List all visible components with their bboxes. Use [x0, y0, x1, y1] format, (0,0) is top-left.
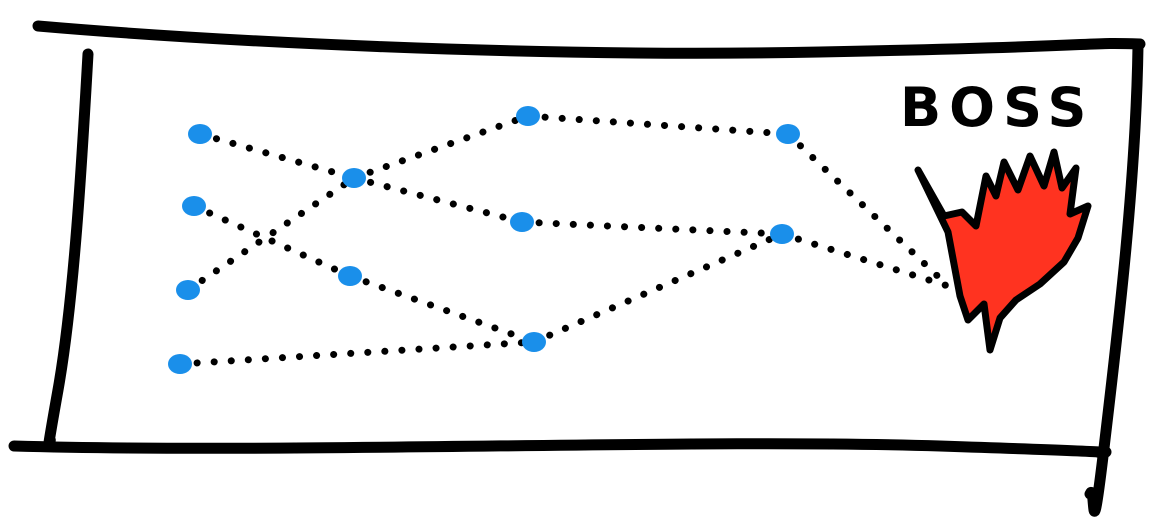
path-network — [176, 112, 952, 368]
path-edge-mid-a-to-top — [350, 112, 532, 182]
map-node-start-2[interactable] — [182, 196, 206, 216]
map-node-start-3[interactable] — [176, 280, 200, 300]
node-layer — [168, 106, 800, 374]
path-edge-start-4-to-lower — [176, 338, 538, 368]
map-node-start-4[interactable] — [168, 354, 192, 374]
path-edge-center-to-right-mid — [518, 218, 786, 238]
frame-bottom-edge — [8, 438, 1112, 458]
path-edge-lower-to-right-mid — [530, 230, 786, 346]
map-node-right-top[interactable] — [776, 124, 800, 144]
frame-left-edge — [43, 48, 94, 451]
map-frame — [8, 20, 1146, 517]
boss-label: BOSS — [900, 76, 1094, 139]
path-edge-right-top-to-boss — [784, 130, 952, 290]
path-edge-start-3-to-mid-a — [184, 174, 358, 294]
boss-area: BOSS — [900, 76, 1094, 354]
path-edge-start-2-to-mid-b — [190, 202, 354, 280]
map-node-mid-a[interactable] — [342, 168, 366, 188]
frame-top-edge — [32, 20, 1146, 59]
map-node-start-1[interactable] — [188, 124, 212, 144]
path-edge-start-1-to-mid-a — [196, 130, 358, 182]
map-node-center[interactable] — [510, 212, 534, 232]
path-edge-mid-a-to-center — [350, 174, 526, 226]
frame-right-edge — [1084, 40, 1144, 517]
map-node-lower[interactable] — [522, 332, 546, 352]
map-node-top[interactable] — [516, 106, 540, 126]
path-edge-top-to-right-top — [524, 112, 792, 138]
path-edge-right-mid-to-boss — [778, 230, 952, 290]
boss-icon[interactable] — [914, 148, 1092, 354]
path-edge-mid-b-to-lower — [346, 272, 538, 346]
map-node-right-mid[interactable] — [770, 224, 794, 244]
map-node-mid-b[interactable] — [338, 266, 362, 286]
